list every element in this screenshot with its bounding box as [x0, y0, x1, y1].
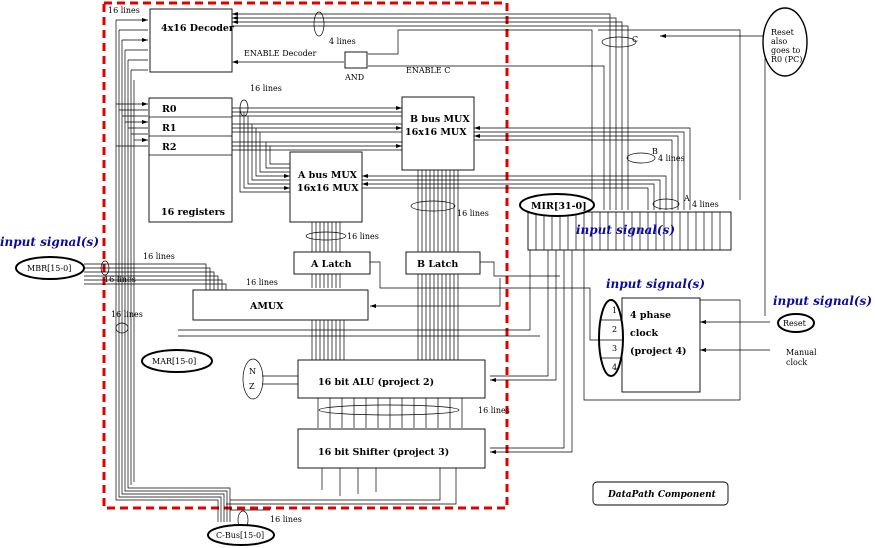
lines16-left: 16 lines — [111, 310, 143, 319]
label-c: C — [632, 35, 638, 44]
lines16-shifter: 16 lines — [478, 406, 510, 415]
phase-2: 2 — [612, 325, 617, 334]
lines4-a: 4 lines — [692, 200, 719, 209]
enable-c-label: ENABLE C — [406, 66, 450, 75]
mar-oval — [141, 349, 213, 373]
flag-n: N — [249, 367, 256, 376]
bbus-mux-label-2: 16x16 MUX — [405, 127, 467, 138]
manual-clock-1: Manual — [786, 348, 817, 357]
clock-label-2: clock — [630, 328, 659, 339]
mbr-label: MBR[15-0] — [27, 264, 71, 273]
lines16-cbus: 16 lines — [270, 515, 302, 524]
label-a: A — [683, 194, 690, 203]
lines16-amux-in: 16 lines — [246, 278, 278, 287]
a-latch — [293, 251, 371, 275]
reset-note-2: also — [771, 37, 787, 46]
bus-wires — [84, 13, 770, 522]
title-label: DataPath Component — [607, 490, 717, 500]
bundle-markers — [100, 11, 680, 530]
and-gate-label: AND — [344, 73, 364, 82]
input-signal-reset: input signal(s) — [773, 294, 872, 308]
phase-1: 1 — [612, 306, 617, 315]
a-latch-label: A Latch — [310, 259, 352, 270]
reset-note-3: goes to — [771, 46, 801, 55]
lines4-b: 4 lines — [658, 154, 685, 163]
flag-z: Z — [249, 382, 255, 391]
decoder-label: 4x16 Decoder — [161, 23, 235, 34]
shifter-label: 16 bit Shifter (project 3) — [318, 447, 449, 458]
decoder-box — [149, 8, 233, 73]
input-signal-mir: input signal(s) — [576, 223, 675, 237]
alu-label: 16 bit ALU (project 2) — [318, 377, 434, 388]
b-latch-label: B Latch — [417, 259, 458, 270]
amux — [192, 289, 369, 321]
reset-note-4: R0 (PC) — [771, 55, 802, 64]
register-r1: R1 — [162, 123, 177, 134]
register-file — [148, 97, 233, 223]
abus-mux-label-2: 16x16 MUX — [297, 183, 359, 194]
reset-note-1: Reset — [771, 28, 795, 37]
enable-decoder-label: ENABLE Decoder — [244, 49, 316, 58]
clock-label-1: 4 phase — [630, 310, 671, 321]
mir-register — [527, 211, 732, 251]
bbus-mux-label-1: B bus MUX — [410, 114, 470, 125]
register-r2: R2 — [162, 142, 177, 153]
b-latch — [405, 251, 481, 275]
phase-3: 3 — [612, 344, 617, 353]
clock-label-3: (project 4) — [630, 346, 687, 357]
lines16-decoder: 16 lines — [108, 6, 140, 15]
lines16-mbr-bus: 16 lines — [104, 275, 136, 284]
cbus-oval — [207, 524, 275, 546]
mar-label: MAR[15-0] — [152, 357, 196, 366]
lines16-amux: 16 lines — [347, 232, 379, 241]
arrowheads — [142, 12, 706, 454]
register-r0: R0 — [162, 104, 177, 115]
cbus-label: C-Bus[15-0] — [216, 531, 264, 540]
phase-4: 4 — [612, 363, 617, 372]
bbus-mux — [401, 96, 475, 171]
mir-bits — [535, 212, 721, 250]
reset-oval — [777, 313, 815, 333]
component-boundary — [102, 1, 509, 510]
clock-phases — [598, 299, 624, 377]
nz-flags — [242, 358, 264, 400]
and-gate — [344, 51, 368, 69]
mir-label: MIR[31-0] — [531, 201, 587, 212]
lines16-bmux: 16 lines — [457, 209, 489, 218]
manual-clock-2: clock — [786, 358, 807, 367]
lines16-registers: 16 lines — [250, 84, 282, 93]
lines16-mbr: 16 lines — [143, 252, 175, 261]
title-box — [592, 481, 729, 506]
reset-note-oval — [762, 7, 808, 77]
shifter — [297, 428, 486, 469]
amux-label: AMUX — [249, 301, 284, 312]
mbr-oval — [15, 256, 85, 280]
mir-oval — [519, 193, 595, 217]
label-b: B — [652, 147, 658, 156]
clock-box — [621, 297, 701, 393]
input-signal-mbr: input signal(s) — [0, 235, 99, 249]
abus-mux — [289, 151, 363, 223]
registers-label: 16 registers — [161, 207, 225, 218]
abus-mux-label-1: A bus MUX — [297, 170, 358, 181]
input-signal-clock: input signal(s) — [606, 277, 705, 291]
reset-label: Reset — [783, 319, 807, 328]
alu — [297, 359, 486, 399]
lines4-decoder: 4 lines — [329, 37, 356, 46]
